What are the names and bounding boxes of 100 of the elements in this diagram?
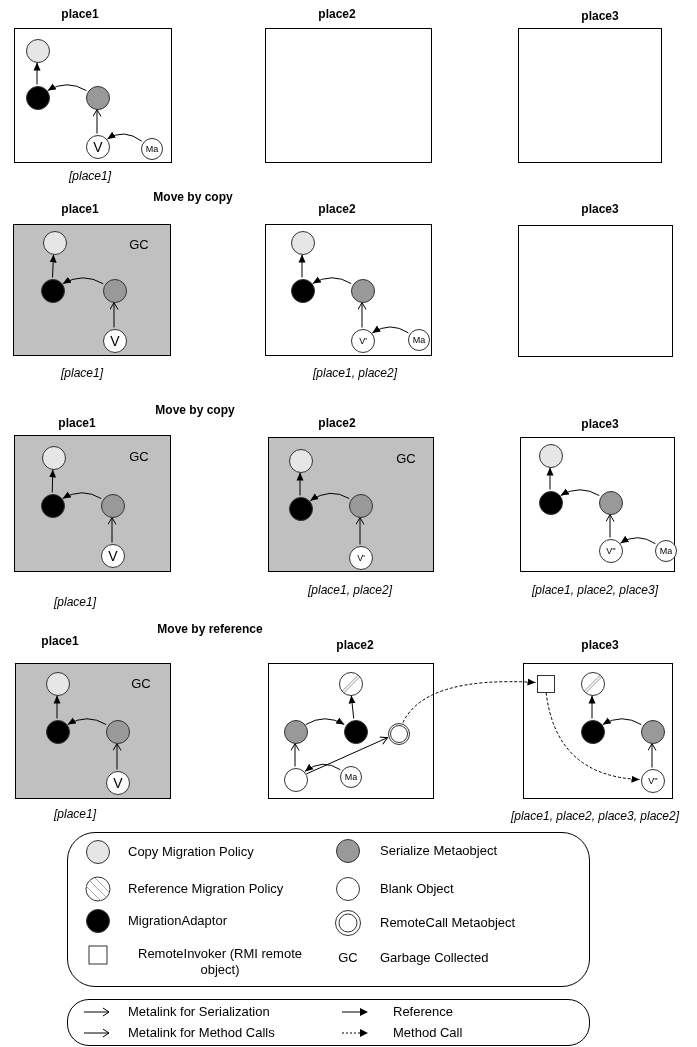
serialize-circle: [86, 86, 110, 110]
move-heading: Move by reference: [157, 622, 263, 636]
legend-text: Copy Migration Policy: [128, 844, 254, 860]
arrow: [602, 717, 642, 726]
object-circle: Ma: [408, 329, 430, 351]
place-title: place2: [318, 7, 356, 21]
arrow: [47, 83, 87, 92]
arrow: [309, 492, 350, 502]
arrow: [312, 276, 352, 285]
legend-text: Reference Migration Policy: [128, 881, 284, 897]
serialize-circle: [101, 494, 125, 518]
object-circle: V'': [599, 539, 623, 563]
serialize-circle: [284, 720, 308, 744]
place-title: place3: [581, 417, 619, 431]
legend-text: RemoteInvoker (RMI remote object): [137, 946, 303, 978]
copy-policy-circle: [46, 672, 70, 696]
legend-text: Garbage Collected: [380, 950, 489, 966]
legend-text: RemoteCall Metaobject: [380, 915, 516, 931]
arrow: [67, 717, 107, 726]
arrow: [49, 469, 57, 493]
place-title: place1: [58, 416, 96, 430]
gc-label: GC: [129, 450, 149, 464]
place-title: place3: [581, 202, 619, 216]
hatched-circle: [339, 672, 363, 696]
place-title: place2: [318, 416, 356, 430]
arrow: [62, 276, 104, 285]
place-title: place3: [581, 9, 619, 23]
remote-invoker-square: [537, 675, 555, 693]
place-title: place1: [61, 202, 99, 216]
adaptor-circle: [581, 720, 605, 744]
adaptor-circle: [26, 86, 50, 110]
hatched-circle: [581, 672, 605, 696]
place-title: place3: [581, 638, 619, 652]
serialize-circle: [641, 720, 665, 744]
arrow: [588, 695, 596, 719]
open-arrow: [92, 109, 102, 134]
object-circle: V: [86, 135, 110, 159]
arrow: [371, 325, 409, 334]
adaptor-circle: [539, 491, 563, 515]
adaptor-circle: [41, 494, 65, 518]
place-caption: [place1]: [61, 366, 103, 380]
legend-text: Metalink for Serialization: [128, 1004, 270, 1020]
open-arrow: [107, 517, 117, 543]
arrow: [53, 695, 61, 719]
object-circle: V'': [641, 769, 665, 793]
move-heading: Move by copy: [153, 190, 233, 204]
serialize-circle: [103, 279, 127, 303]
legend-text: MigrationAdaptor: [128, 913, 227, 929]
arrow: [298, 254, 306, 278]
serialize-circle: [106, 720, 130, 744]
object-circle: V: [103, 329, 127, 353]
place-caption: [place1]: [54, 595, 96, 609]
gc-label: GC: [131, 677, 151, 691]
copy-policy-circle: [43, 231, 67, 255]
adaptor-circle: [41, 279, 65, 303]
object-circle: Ma: [340, 766, 362, 788]
object-circle: [284, 768, 308, 792]
dashed-arrow: [402, 678, 536, 724]
object-circle: Ma: [655, 540, 677, 562]
legend-text: Reference: [393, 1004, 453, 1020]
arrow: [296, 472, 304, 496]
object-circle: V': [351, 329, 375, 353]
serialize-circle: [351, 279, 375, 303]
place-caption: [place1]: [69, 169, 111, 183]
open-arrow: [305, 736, 388, 775]
adaptor-circle: [344, 720, 368, 744]
gc-label: GC: [396, 452, 416, 466]
open-arrow: [605, 514, 615, 538]
legend-text: Serialize Metaobject: [380, 843, 498, 859]
open-arrow: [109, 302, 119, 328]
open-arrow: [357, 302, 367, 328]
arrow: [560, 488, 600, 497]
object-circle: V: [101, 544, 125, 568]
arrow: [305, 717, 345, 726]
arrow: [348, 694, 356, 720]
place-caption: [place1, place2]: [312, 366, 398, 380]
gc-label: GC: [129, 238, 149, 252]
arrow: [619, 536, 656, 545]
copy-policy-circle: [539, 444, 563, 468]
open-arrow: [355, 517, 365, 545]
place-title: place1: [41, 634, 79, 648]
adaptor-circle: [291, 279, 315, 303]
open-arrow: [290, 743, 300, 767]
place-caption: [place1, place2, place3, place2]: [510, 809, 680, 823]
open-arrow: [112, 743, 122, 770]
gc-sample: GC: [338, 951, 358, 965]
place-caption: [place1, place2]: [307, 583, 393, 597]
copy-policy-circle: [42, 446, 66, 470]
double-circle: [388, 723, 410, 745]
place-caption: [place1]: [54, 807, 96, 821]
legend-text: Blank Object: [380, 881, 454, 897]
adaptor-circle: [289, 497, 313, 521]
dashed-arrow: [545, 691, 640, 783]
arrow: [106, 131, 143, 142]
move-heading: Move by copy: [155, 403, 235, 417]
arrow: [304, 763, 341, 772]
object-circle: V': [349, 546, 373, 570]
legend-text: Method Call: [393, 1025, 463, 1041]
arrow: [62, 491, 102, 500]
place-caption: [place1, place2, place3]: [531, 583, 659, 597]
